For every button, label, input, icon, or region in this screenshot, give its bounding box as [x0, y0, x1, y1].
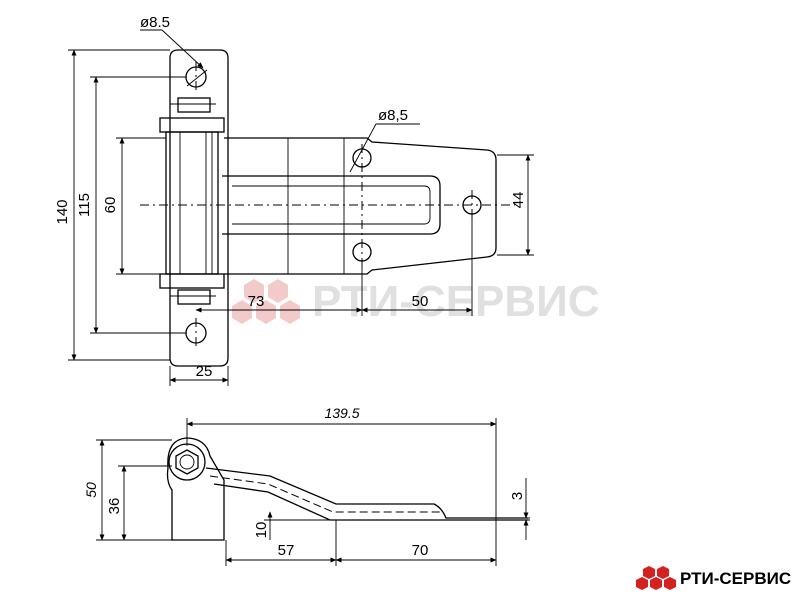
dim-thickness: 3: [509, 492, 526, 500]
side-view: 139.5 50 36 3 10 57: [83, 405, 530, 566]
side-bent-leaf: [205, 467, 528, 521]
dim-length-70: 70: [412, 542, 429, 559]
brand-name: РТИ-СЕРВИС: [680, 569, 791, 588]
horizontal-leaf: [222, 137, 497, 275]
dim-height-36: 36: [106, 498, 123, 515]
vertical-leaf: [169, 49, 229, 367]
dim-base-width: 25: [196, 363, 213, 380]
dim-knuckle-height: 60: [102, 197, 119, 214]
watermark-hex-logo: [232, 279, 300, 324]
dim-length-57: 57: [278, 542, 295, 559]
dim-height-50: 50: [83, 482, 99, 498]
side-dimensions: 139.5 50 36 3 10 57: [83, 405, 530, 566]
dim-width-right: 44: [510, 192, 527, 209]
top-hole-label: ø8.5: [140, 14, 170, 31]
plate-hole-label: ø8,5: [378, 107, 408, 124]
dim-total-height: 140: [54, 199, 71, 224]
watermark-text: РТИ-СЕРВИС: [312, 277, 600, 326]
dim-step: 10: [253, 522, 270, 539]
brand-logo: РТИ-СЕРВИС: [636, 566, 791, 590]
dim-hole-spacing: 115: [76, 193, 93, 217]
side-knuckle: [166, 437, 225, 541]
dim-offset-73: 73: [248, 293, 265, 310]
hinge-knuckle: [159, 103, 225, 297]
dim-overall-length: 139.5: [324, 405, 359, 421]
brand-hex-icon: [636, 566, 676, 590]
top-view: 140 115 60 44 25 73: [54, 14, 534, 386]
top-dimensions: 140 115 60 44 25 73: [54, 14, 534, 386]
watermark: РТИ-СЕРВИС: [232, 277, 600, 326]
dim-offset-50: 50: [412, 293, 429, 310]
